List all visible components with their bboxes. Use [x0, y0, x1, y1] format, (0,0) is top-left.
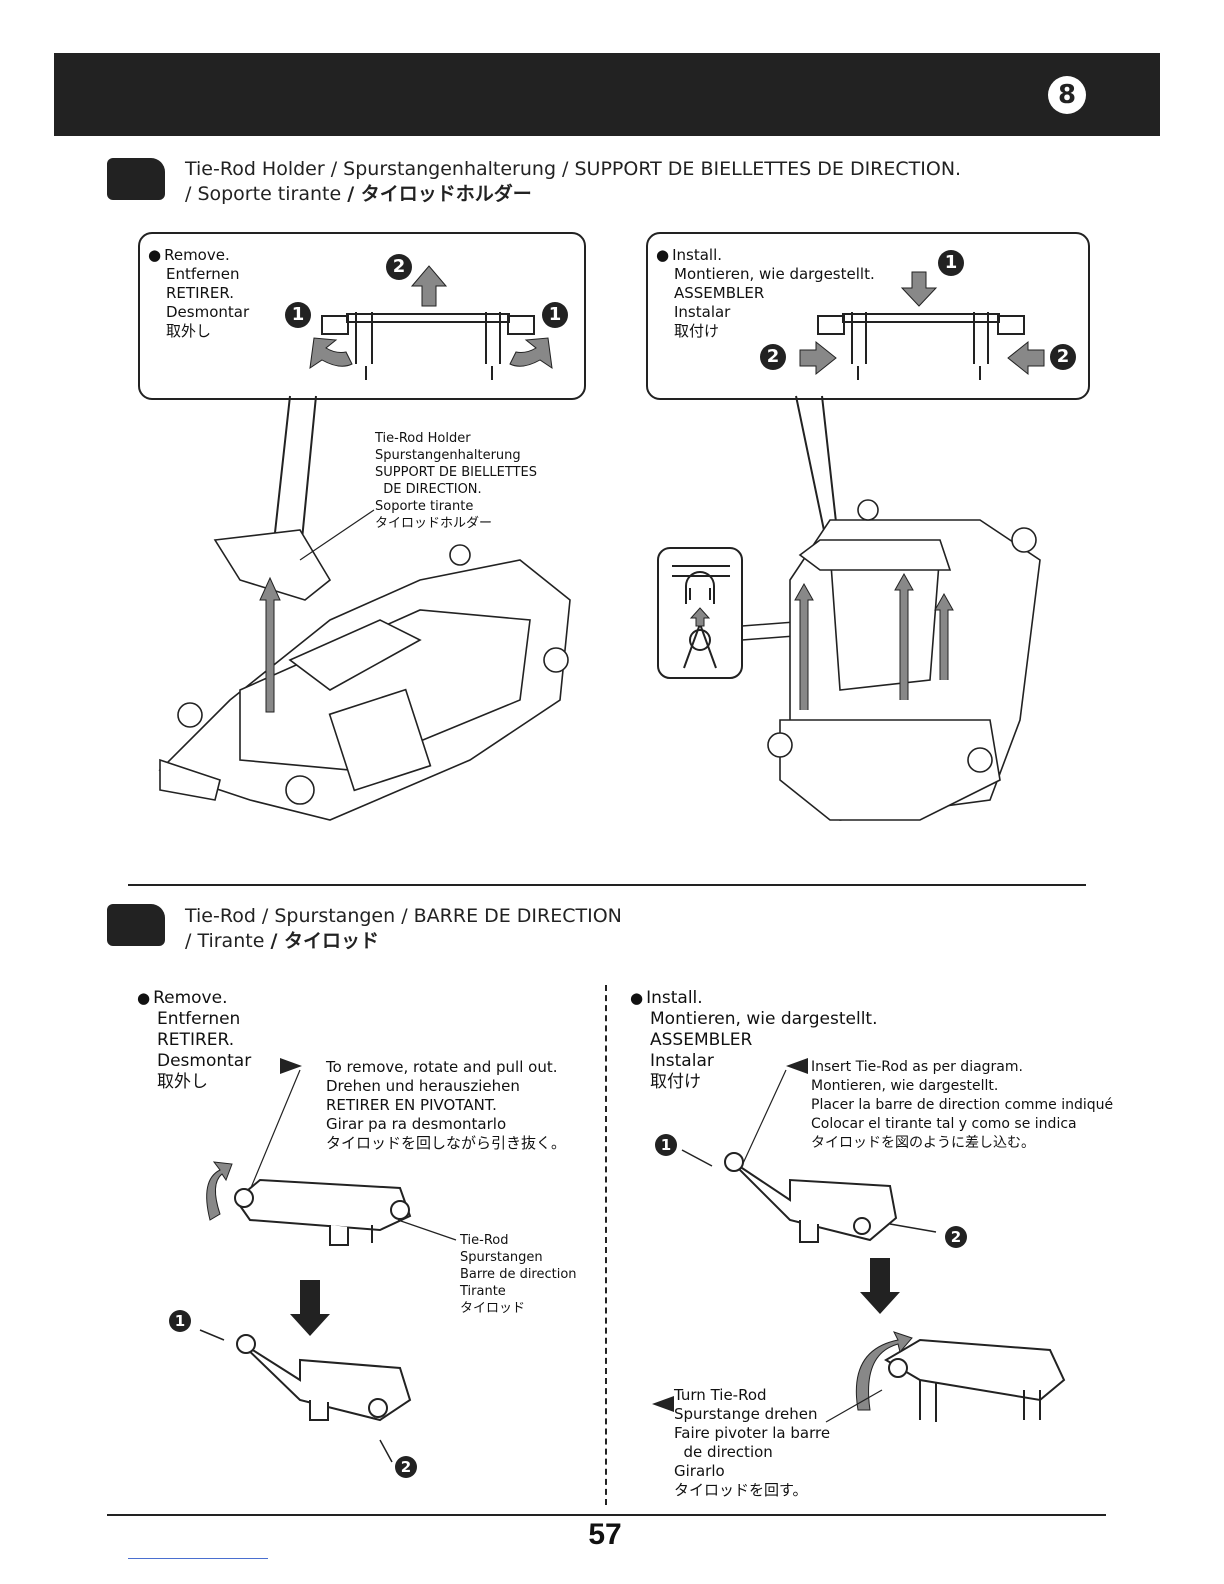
- step-number-badge: 8: [1048, 76, 1086, 114]
- s2-remove-instr-1: Drehen und herausziehen: [326, 1077, 520, 1095]
- s2-install-step-2: 2: [945, 1226, 967, 1248]
- section1-title-line2: / Soporte tirante / タイロッドホルダー: [185, 183, 532, 205]
- s2-remove-instr-0: To remove, rotate and pull out.: [326, 1058, 558, 1076]
- remove-callout-text: Remove. Entfernen RETIRER. Desmontar 取外し: [148, 246, 249, 341]
- footer-link-underline: [128, 1558, 268, 1559]
- s2-remove-line-3: Desmontar: [157, 1051, 252, 1071]
- s2-remove-instr-4: タイロッドを回しながら引き抜く。: [326, 1134, 567, 1152]
- turn-line-0: Turn Tie-Rod: [674, 1386, 767, 1404]
- remove-line-3: Desmontar: [166, 303, 250, 321]
- section-divider: [128, 884, 1086, 886]
- turn-line-3: de direction: [674, 1443, 773, 1461]
- install-line-1: Montieren, wie dargestellt.: [674, 265, 875, 283]
- holder-label-1: Spurstangenhalterung: [375, 448, 521, 463]
- turn-line-1: Spurstange drehen: [674, 1405, 818, 1423]
- section2-title-line2: / Tirante / タイロッド: [185, 930, 379, 952]
- s2-install-line-2: ASSEMBLER: [650, 1030, 753, 1050]
- install-step-label-2-right: 2: [1050, 344, 1076, 370]
- section1-diagram: [158, 265, 1045, 821]
- install-callout-text: Install. Montieren, wie dargestellt. ASS…: [656, 246, 875, 341]
- s2-turn-tie-rod: Turn Tie-Rod Spurstange drehen Faire piv…: [674, 1386, 830, 1500]
- tie-rod-label-1: Spurstangen: [460, 1250, 543, 1265]
- install-line-3: Instalar: [674, 303, 731, 321]
- install-line-2: ASSEMBLER: [674, 284, 765, 302]
- tie-rod-label-4: タイロッド: [460, 1301, 526, 1316]
- install-line-4: 取付け: [674, 322, 720, 340]
- s2-remove-instr-3: Girar pa ra desmontarlo: [326, 1115, 507, 1133]
- tie-rod-label-3: Tirante: [460, 1284, 506, 1299]
- s2-tie-rod-label: Tie-Rod Spurstangen Barre de direction T…: [460, 1232, 577, 1317]
- section2-title-line1: Tie-Rod / Spurstangen / BARRE DE DIRECTI…: [185, 905, 622, 927]
- remove-line-2: RETIRER.: [166, 284, 235, 302]
- holder-label-0: Tie-Rod Holder: [375, 431, 471, 446]
- s2-remove-line-4: 取外し: [157, 1072, 208, 1092]
- s2-install-line-1: Montieren, wie dargestellt.: [650, 1009, 878, 1029]
- footer-rule: [107, 1514, 1106, 1516]
- section1-title: Tie-Rod Holder / Spurstangenhalterung / …: [185, 157, 961, 207]
- s2-install-instr-4: タイロッドを図のように差し込む。: [811, 1135, 1035, 1151]
- section2-title: Tie-Rod / Spurstangen / BARRE DE DIRECTI…: [185, 904, 622, 954]
- s2-install-instr-1: Montieren, wie dargestellt.: [811, 1078, 999, 1094]
- section-tab-icon: [107, 158, 165, 200]
- section2-install-text: Install. Montieren, wie dargestellt. ASS…: [630, 988, 877, 1093]
- turn-line-5: タイロッドを回す。: [674, 1481, 808, 1499]
- s2-install-line-4: 取付け: [650, 1072, 701, 1092]
- remove-line-1: Entfernen: [166, 265, 240, 283]
- s2-install-instr-0: Insert Tie-Rod as per diagram.: [811, 1059, 1023, 1075]
- s2-remove-step-2: 2: [395, 1456, 417, 1478]
- step-label-1-right: 1: [542, 302, 568, 328]
- s2-install-line-0: Install.: [630, 988, 877, 1009]
- s2-remove-instruction: To remove, rotate and pull out. Drehen u…: [326, 1058, 566, 1153]
- s2-install-step-1: 1: [655, 1134, 677, 1156]
- holder-label-5: タイロッドホルダー: [375, 516, 493, 531]
- header-bar: [54, 53, 1160, 136]
- remove-line-0: Remove.: [148, 246, 249, 265]
- column-separator: [605, 985, 607, 1505]
- holder-label-3: DE DIRECTION.: [375, 482, 482, 497]
- tie-rod-holder-label: Tie-Rod Holder Spurstangenhalterung SUPP…: [375, 430, 537, 532]
- section2-tab-icon: [107, 904, 165, 946]
- holder-label-4: Soporte tirante: [375, 499, 474, 514]
- remove-line-4: 取外し: [166, 322, 212, 340]
- s2-remove-line-0: Remove.: [137, 988, 251, 1009]
- s2-remove-line-2: RETIRER.: [157, 1030, 235, 1050]
- section2-remove-text: Remove. Entfernen RETIRER. Desmontar 取外し: [137, 988, 251, 1093]
- section2-diagram: [199, 1058, 1066, 1463]
- turn-line-4: Girarlo: [674, 1462, 725, 1480]
- install-step-label-2-left: 2: [760, 344, 786, 370]
- s2-remove-instr-2: RETIRER EN PIVOTANT.: [326, 1096, 497, 1114]
- s2-install-instr-2: Placer la barre de direction comme indiq…: [811, 1097, 1114, 1113]
- tie-rod-label-0: Tie-Rod: [460, 1233, 509, 1248]
- page-number: 57: [588, 1518, 622, 1551]
- s2-install-instruction: Insert Tie-Rod as per diagram. Montieren…: [811, 1058, 1113, 1153]
- tie-rod-label-2: Barre de direction: [460, 1267, 577, 1282]
- turn-line-2: Faire pivoter la barre: [674, 1424, 831, 1442]
- section1-title-line1: Tie-Rod Holder / Spurstangenhalterung / …: [185, 158, 962, 180]
- s2-remove-line-1: Entfernen: [157, 1009, 241, 1029]
- holder-label-2: SUPPORT DE BIELLETTES: [375, 465, 537, 480]
- install-step-label-1: 1: [938, 250, 964, 276]
- s2-install-instr-3: Colocar el tirante tal y como se indica: [811, 1116, 1077, 1132]
- s2-install-line-3: Instalar: [650, 1051, 714, 1071]
- install-line-0: Install.: [656, 246, 875, 265]
- step-label-2: 2: [386, 254, 412, 280]
- step-label-1-left: 1: [285, 302, 311, 328]
- s2-remove-step-1: 1: [169, 1310, 191, 1332]
